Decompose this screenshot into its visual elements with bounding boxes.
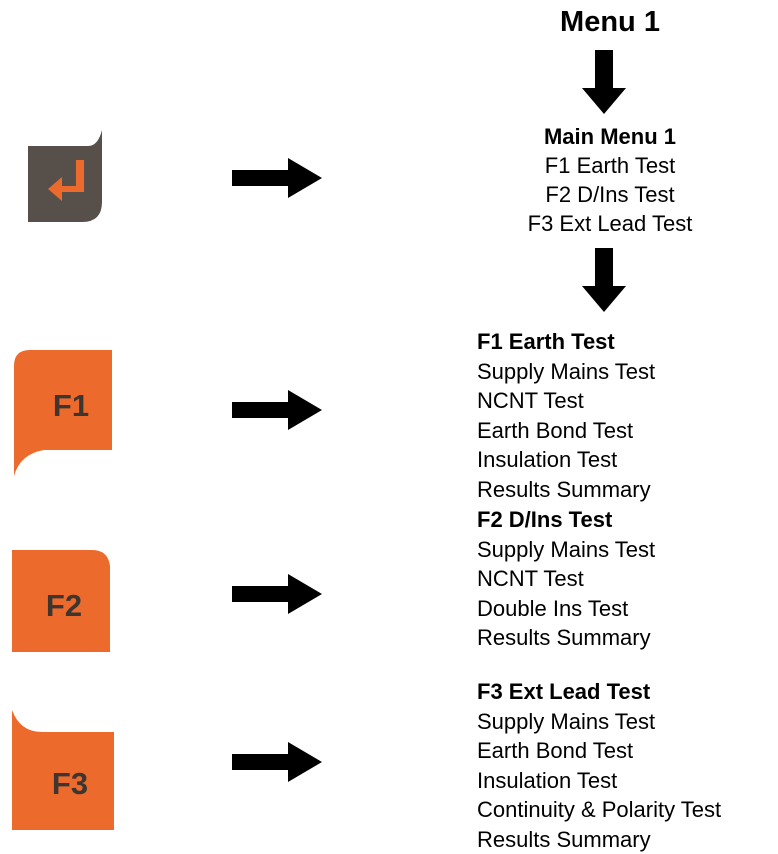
menu-item: Insulation Test [477, 767, 618, 793]
right-arrow [232, 574, 322, 614]
f3-menu-block: F3 Ext Lead Test Supply Mains Test Earth… [477, 677, 721, 854]
main-menu-block: Main Menu 1 F1 Earth Test F2 D/Ins Test … [480, 122, 740, 238]
menu-item: Insulation Test [477, 447, 618, 472]
menu-item: Continuity & Polarity Test [477, 797, 722, 822]
right-arrow [232, 742, 322, 782]
down-arrow [582, 50, 626, 114]
main-menu-heading: Main Menu 1 [543, 124, 676, 149]
diagram-title: Menu 1 [560, 6, 660, 38]
right-arrow [232, 390, 322, 430]
menu-item: Double Ins Test [477, 595, 629, 621]
f2-key-label: F2 [46, 588, 82, 623]
f3-key-label: F3 [52, 766, 88, 801]
f2-menu-block: F2 D/Ins Test Supply Mains Test NCNT Tes… [477, 505, 655, 653]
enter-return-icon [48, 160, 84, 201]
menu-item: Results Summary [477, 476, 651, 502]
f1-menu-block: F1 Earth Test Supply Mains Test NCNT Tes… [477, 327, 655, 504]
menu-heading: F2 D/Ins Test [477, 507, 613, 532]
menu-heading: F1 Earth Test [477, 329, 615, 354]
menu-item: Supply Mains Test [477, 358, 656, 384]
menu-item: Results Summary [477, 625, 651, 650]
menu-heading: F3 Ext Lead Test [477, 679, 651, 704]
main-menu-item: F1 Earth Test [544, 153, 676, 178]
menu-item: NCNT Test [477, 566, 584, 591]
main-menu-item: F2 D/Ins Test [545, 182, 675, 207]
enter-key [28, 130, 102, 222]
f1-key: F1 [14, 350, 112, 476]
menu-item: Supply Mains Test [477, 708, 656, 734]
f3-key: F3 [12, 710, 114, 830]
menu-item: NCNT Test [477, 388, 584, 413]
right-arrow [232, 158, 322, 198]
menu-item: Earth Bond Test [477, 417, 634, 443]
menu-item: Results Summary [477, 826, 651, 852]
main-menu-item: F3 Ext Lead Test [527, 211, 693, 236]
f1-key-label: F1 [53, 388, 89, 423]
menu-item: Earth Bond Test [477, 738, 634, 763]
down-arrow [582, 248, 626, 312]
f2-key: F2 [12, 550, 110, 652]
menu-item: Supply Mains Test [477, 536, 656, 562]
